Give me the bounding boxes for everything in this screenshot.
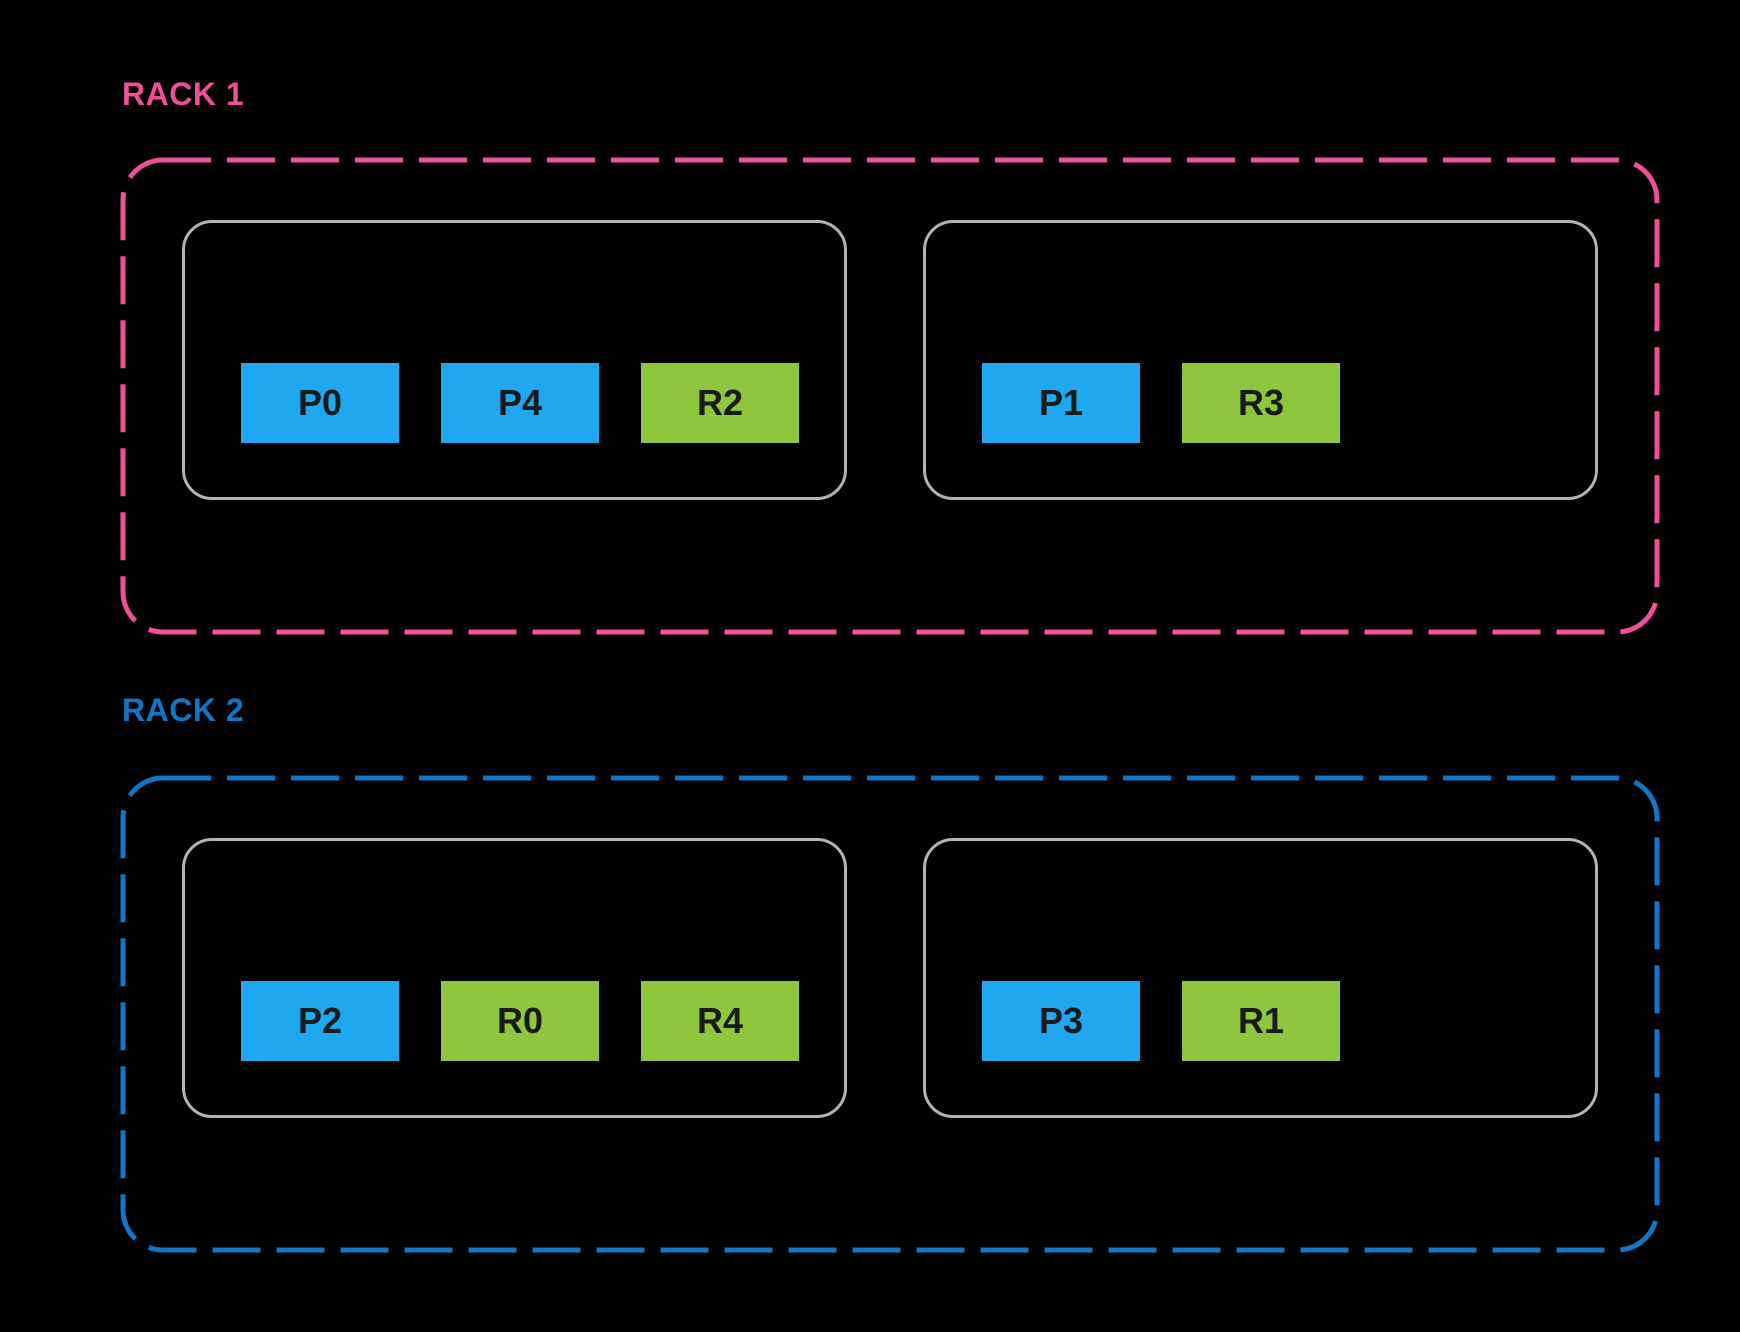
shard-r3: R3 <box>1182 363 1340 443</box>
rack-1-node-2: P1 R3 <box>923 220 1598 500</box>
shard-chip-row: P3 R1 <box>982 981 1340 1061</box>
rack-1-label: RACK 1 <box>122 76 245 112</box>
shard-r1: R1 <box>1182 981 1340 1061</box>
rack-2-label: RACK 2 <box>122 692 245 728</box>
rack-1-node-1: P0 P4 R2 <box>182 220 847 500</box>
shard-p0: P0 <box>241 363 399 443</box>
shard-chip-row: P1 R3 <box>982 363 1340 443</box>
shard-chip-row: P0 P4 R2 <box>241 363 799 443</box>
shard-p4: P4 <box>441 363 599 443</box>
shard-chip-row: P2 R0 R4 <box>241 981 799 1061</box>
rack-2-boundary <box>120 775 1660 1253</box>
rack-2-node-2: P3 R1 <box>923 838 1598 1118</box>
shard-r4: R4 <box>641 981 799 1061</box>
shard-p2: P2 <box>241 981 399 1061</box>
shard-r2: R2 <box>641 363 799 443</box>
rack-1-boundary <box>120 157 1660 635</box>
shard-p3: P3 <box>982 981 1140 1061</box>
shard-r0: R0 <box>441 981 599 1061</box>
shard-p1: P1 <box>982 363 1140 443</box>
rack-2-node-1: P2 R0 R4 <box>182 838 847 1118</box>
